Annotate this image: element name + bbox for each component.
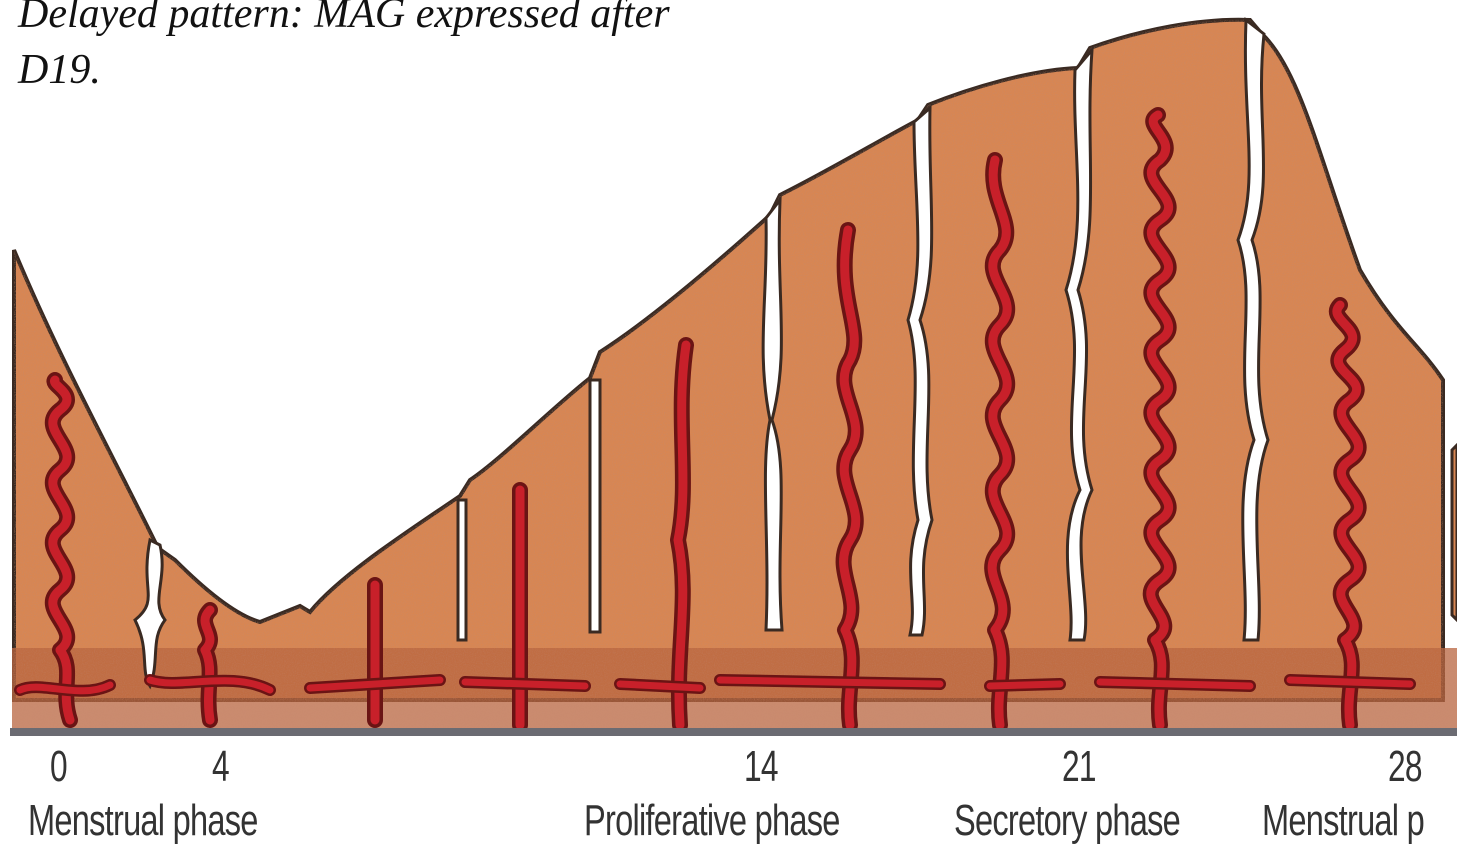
phase-label-menstrual: Menstrual phase [28,796,258,846]
day-tick-4: 4 [212,742,229,792]
day-tick-14: 14 [744,742,778,792]
day-tick-0: 0 [50,742,67,792]
endometrium-texture [14,20,1443,700]
artery-2 [205,610,210,720]
phase-label-menstrual-next: Menstrual p [1262,796,1424,846]
day-tick-28: 28 [1388,742,1422,792]
gland-3 [590,380,600,632]
day-tick-21: 21 [1062,742,1096,792]
phase-label-proliferative: Proliferative phase [584,796,840,846]
phase-label-secretory: Secretory phase [954,796,1180,846]
baseline [10,728,1457,736]
next-cycle-edge [1452,445,1457,620]
gland-2 [458,500,466,640]
